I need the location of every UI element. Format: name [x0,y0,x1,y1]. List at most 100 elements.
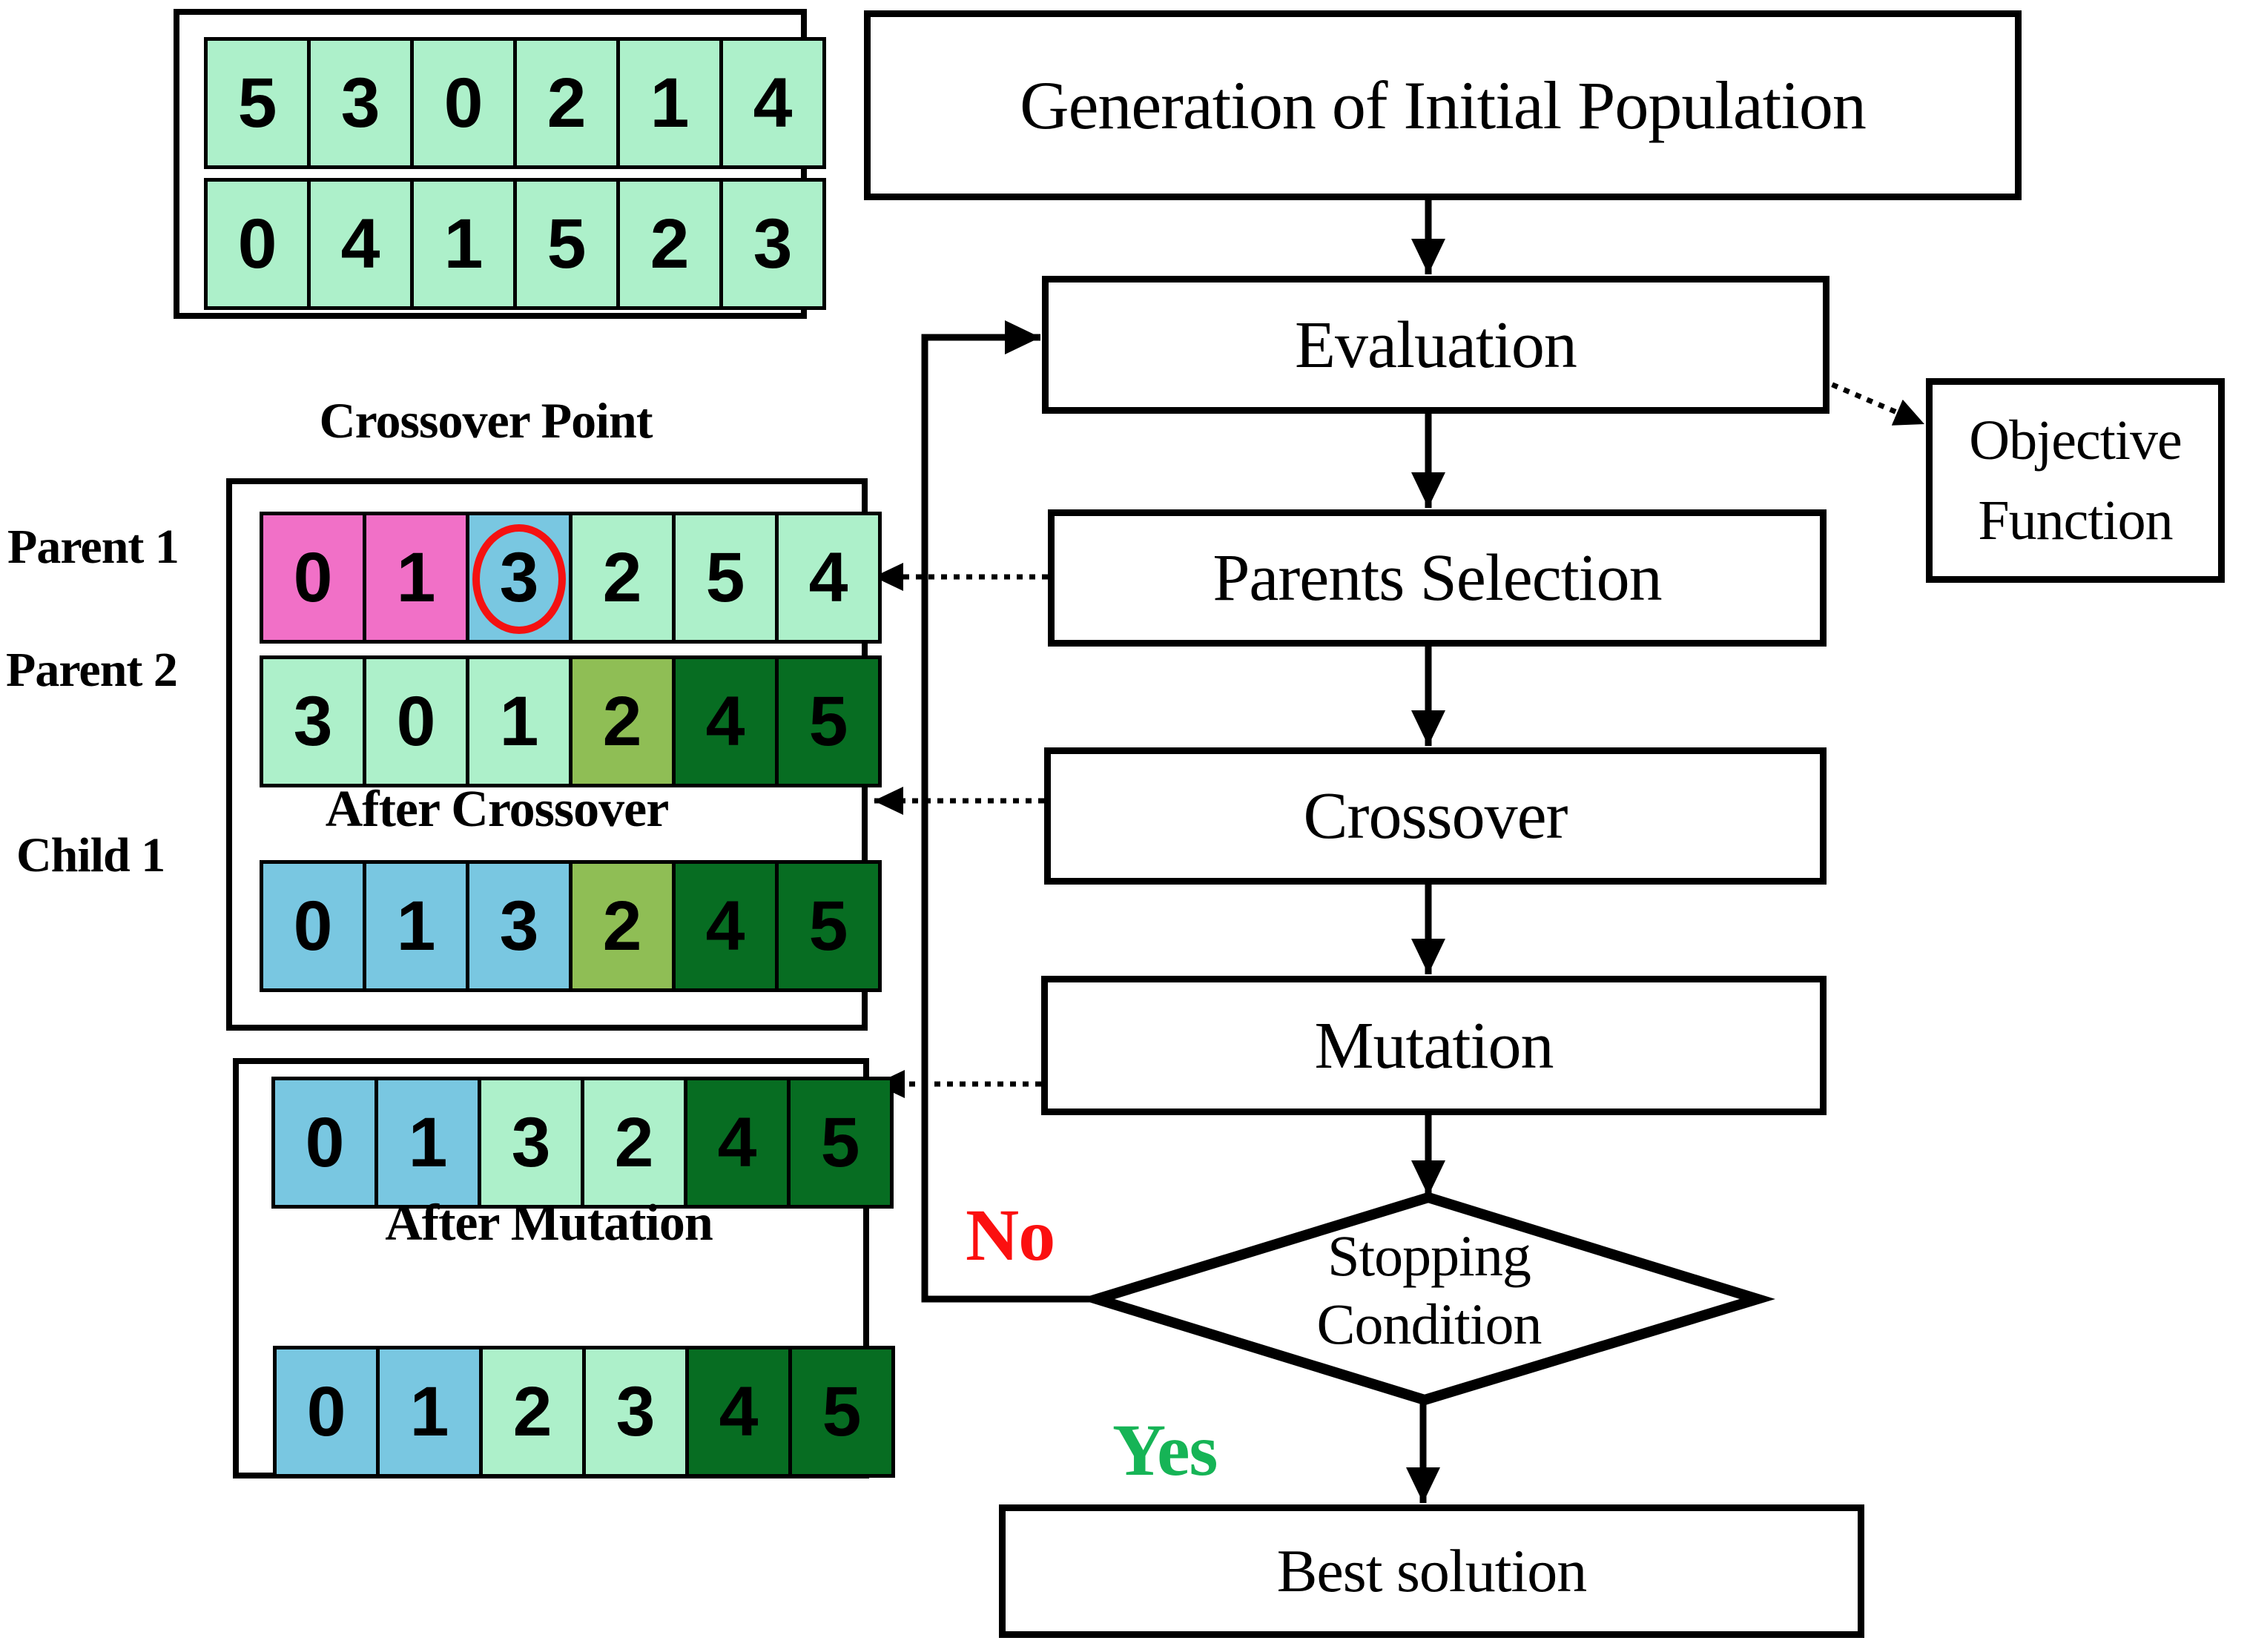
gene-cell: 2 [569,860,676,992]
gene-value: 2 [650,204,690,283]
objective-function-line2: Function [1978,489,2173,552]
gene-value: 5 [237,63,277,142]
parent2-label: Parent 2 [6,643,178,697]
gene-cell: 3 [582,1346,689,1478]
gene-value: 1 [409,1372,449,1451]
gene-value: 4 [719,1372,759,1451]
no-branch-label: No [966,1194,1055,1276]
gene-value: 1 [396,886,436,965]
gene-cell: 4 [672,655,779,787]
gene-cell: 1 [616,37,723,169]
gene-value: 3 [499,538,539,617]
parent1-label: Parent 1 [7,520,179,574]
gene-cell: 1 [376,1346,483,1478]
gene-value: 0 [293,886,333,965]
gene-cell: 4 [307,178,414,310]
gene-value: 0 [293,538,333,617]
gene-value: 5 [547,204,587,283]
dotted-arrow-evaluation-to-objective [1819,377,1926,427]
gene-value: 3 [340,63,380,142]
gene-cell: 5 [204,37,311,169]
gene-cell: 3 [307,37,414,169]
gene-cell: 0 [410,37,517,169]
objective-function-node: Objective Function [1926,378,2225,583]
gene-cell: 3 [260,655,366,787]
gene-value: 5 [705,538,745,617]
after-crossover-label: After Crossover [325,781,670,838]
gene-value: 1 [650,63,690,142]
gene-cell: 0 [204,178,311,310]
gene-value: 0 [443,63,484,142]
gene-value: 5 [820,1103,860,1182]
crossover-node: Crossover [1044,747,1827,885]
gene-value: 2 [614,1103,654,1182]
gene-value: 0 [306,1372,346,1451]
yes-branch-label: Yes [1112,1409,1218,1491]
gene-cell: 5 [672,512,779,644]
no-loop-arrow [921,320,1097,1303]
gene-cell: 5 [787,1077,894,1209]
gene-cell: 2 [569,512,676,644]
gene-value: 5 [808,681,848,761]
evaluation-node: Evaluation [1042,276,1829,414]
stopping-condition-line2: Condition [1316,1292,1542,1356]
parents-selection-node: Parents Selection [1048,509,1827,647]
gene-value: 5 [822,1372,862,1451]
gene-value: 4 [717,1103,757,1182]
crossover-point-title: Crossover Point [319,392,653,449]
gene-value: 1 [443,204,484,283]
gene-value: 0 [305,1103,345,1182]
gene-cell: 1 [363,512,469,644]
child1-label: Child 1 [16,828,165,882]
gene-cell: 1 [410,178,517,310]
gene-value: 1 [408,1103,448,1182]
mutation-node: Mutation [1041,976,1827,1115]
gene-cell: 0 [363,655,469,787]
gene-value: 4 [753,63,793,142]
gene-cell: 2 [616,178,723,310]
gene-cell: 5 [788,1346,895,1478]
gene-cell: 2 [479,1346,586,1478]
gene-value: 2 [547,63,587,142]
gene-cell: 0 [271,1077,378,1209]
gene-cell: 2 [569,655,676,787]
gene-cell: 4 [719,37,826,169]
gene-value: 4 [705,886,745,965]
gene-cell: 3 [466,512,573,644]
stopping-condition-label: Stopping Condition [1258,1222,1600,1370]
gene-cell: 0 [273,1346,380,1478]
generation-of-initial-population-node: Generation of Initial Population [864,10,2022,200]
gene-cell: 5 [775,655,882,787]
gene-value: 2 [602,886,642,965]
gene-cell: 5 [513,178,620,310]
gene-value: 0 [237,204,277,283]
gene-cell: 4 [672,860,779,992]
gene-cell: 2 [581,1077,687,1209]
gene-value: 2 [512,1372,552,1451]
gene-cell: 0 [260,512,366,644]
stopping-condition-line1: Stopping [1327,1223,1531,1288]
objective-function-line1: Objective [1969,409,2182,472]
gene-cell: 4 [775,512,882,644]
after-mutation-label: After Mutation [385,1195,713,1252]
gene-value: 5 [808,886,848,965]
gene-value: 3 [616,1372,656,1451]
gene-value: 3 [499,886,539,965]
gene-cell: 1 [374,1077,481,1209]
gene-value: 1 [396,538,436,617]
gene-cell: 5 [775,860,882,992]
gene-value: 3 [293,681,333,761]
gene-value: 0 [396,681,436,761]
gene-cell: 0 [260,860,366,992]
gene-value: 1 [499,681,539,761]
gene-cell: 1 [363,860,469,992]
gene-cell: 4 [685,1346,792,1478]
